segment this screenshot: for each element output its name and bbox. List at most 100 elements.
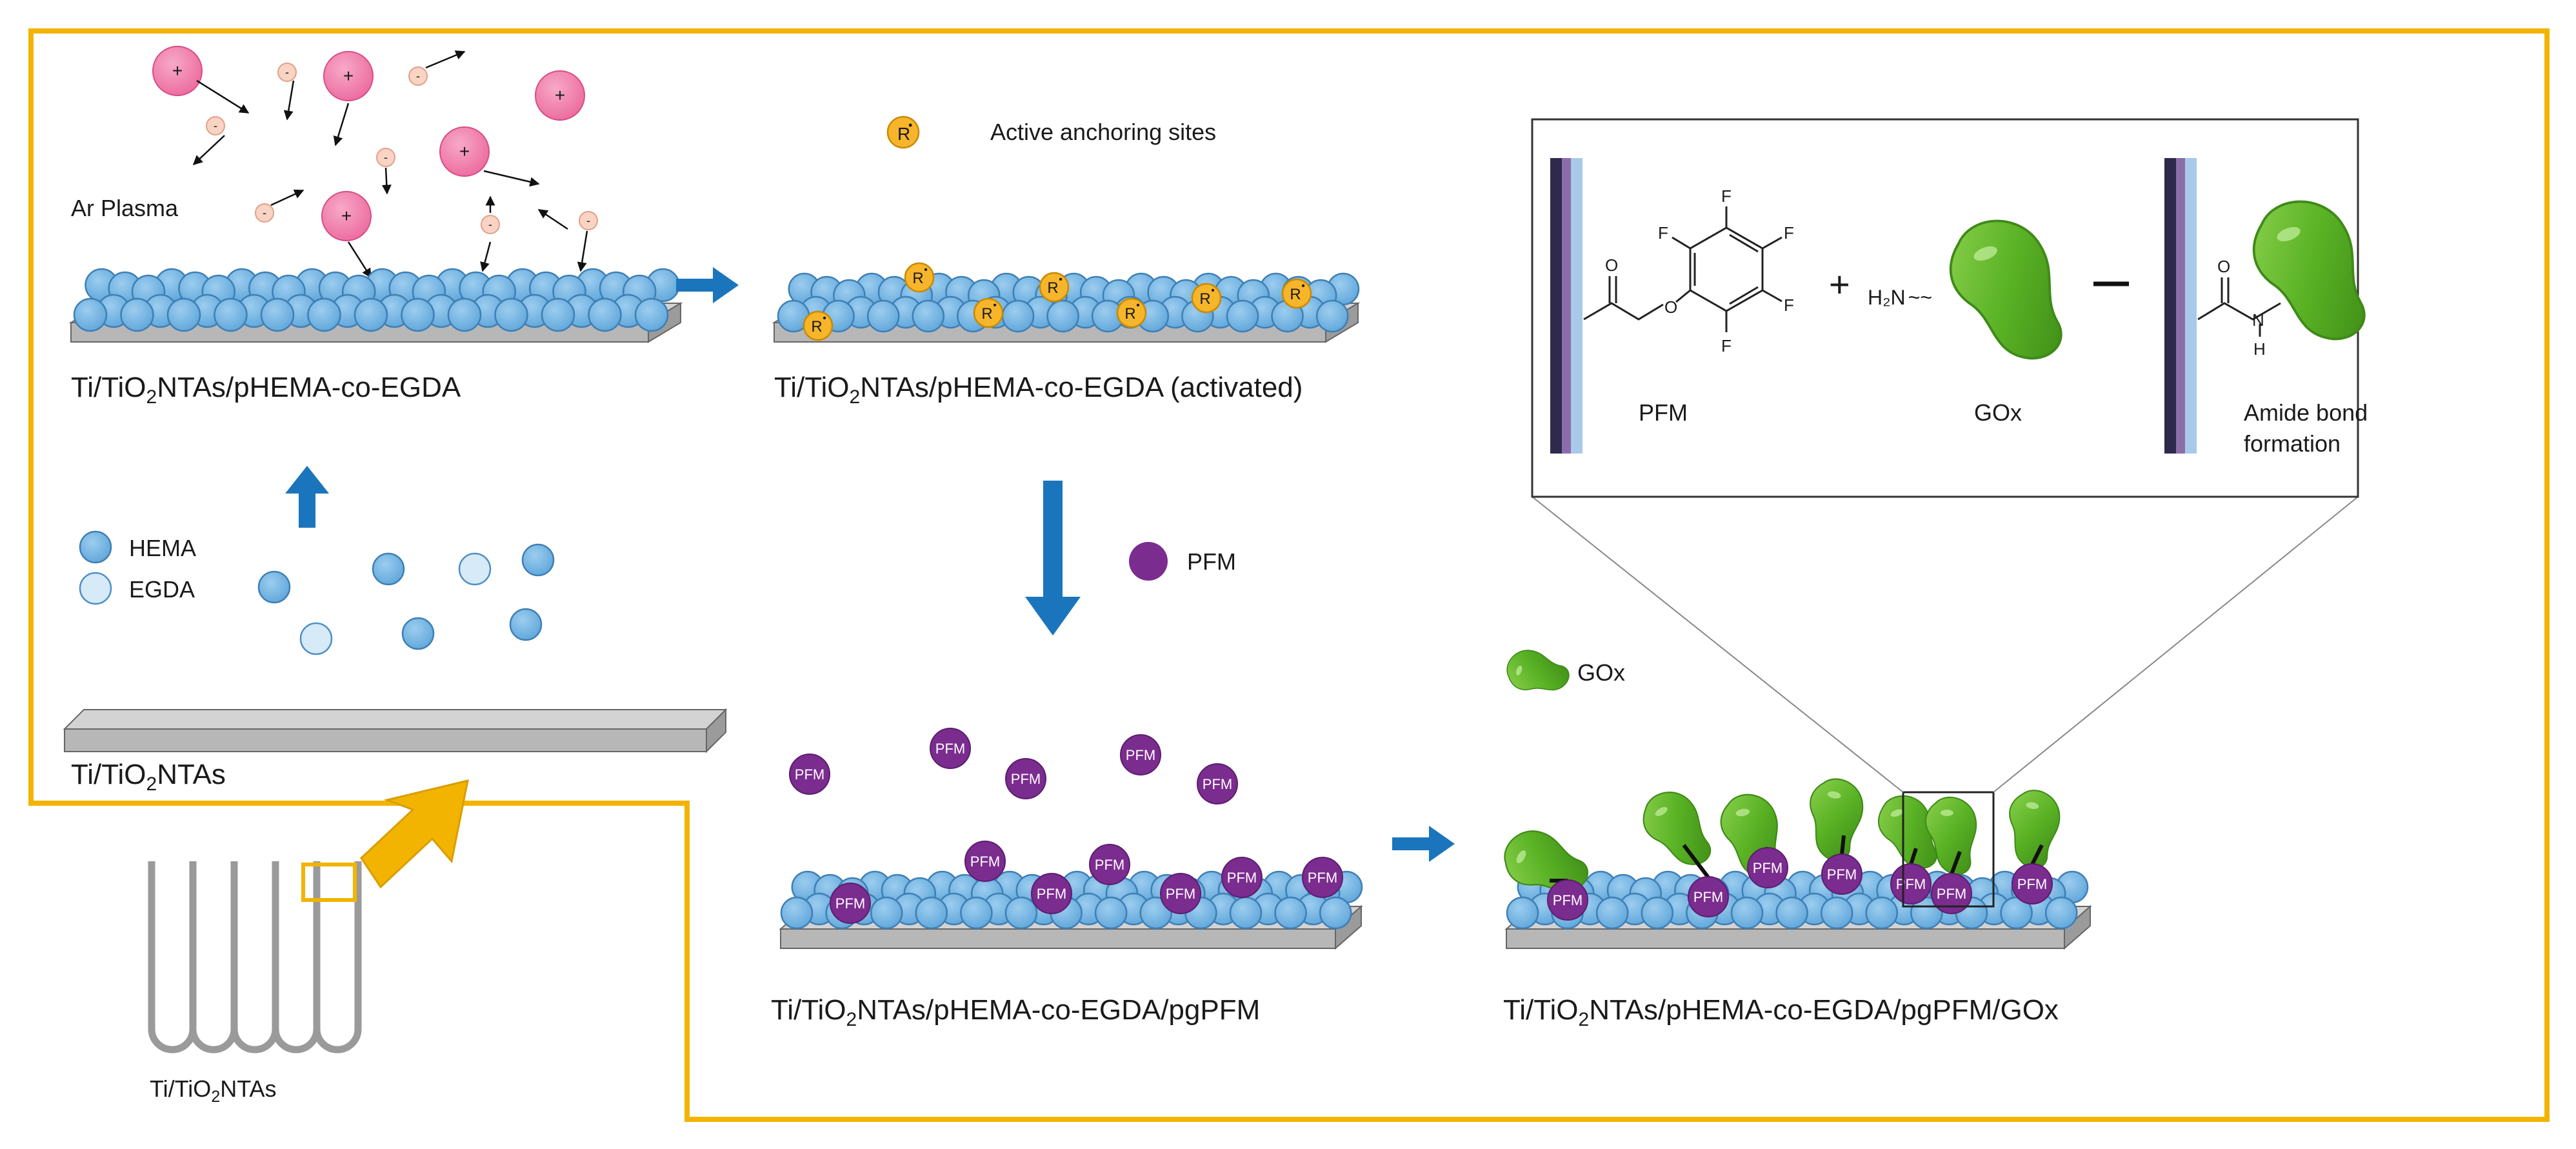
negative-ion [206, 116, 225, 135]
amide-linker [1682, 844, 1710, 879]
zoom-line-right [1993, 496, 2359, 793]
svg-text:PFM: PFM [1011, 771, 1041, 787]
negative-ion [277, 63, 297, 82]
hema-bead [1001, 299, 1035, 333]
pfm-structure [1583, 206, 1782, 332]
svg-text:R: R [1199, 290, 1210, 308]
pfm-bead [1747, 847, 1788, 888]
svg-text:PFM: PFM [1308, 870, 1337, 886]
amide-linker [2030, 844, 2044, 866]
hema-bead [634, 297, 669, 332]
positive-ion [439, 126, 490, 177]
anchor-site [1039, 272, 1070, 303]
hema-legend-label: HEMA [129, 535, 196, 561]
hema-bead [2000, 896, 2033, 930]
stage-2-label: Ti/TiO2NTAs/pHEMA-co-EGDA (activated) [774, 372, 1303, 408]
negative-ion [376, 148, 395, 167]
hema-bead [401, 297, 435, 332]
hema-layer-1 [73, 268, 680, 332]
gox-enzyme [1633, 781, 1721, 879]
svg-text:PFM: PFM [970, 854, 1000, 870]
svg-text:-: - [416, 70, 420, 83]
hema-bead [494, 297, 528, 332]
gox-legend-icon [1501, 643, 1574, 704]
svg-text:-: - [263, 206, 266, 219]
egda-legend-label: EGDA [129, 576, 195, 603]
hema-bead [1641, 896, 1674, 930]
svg-text:PFM: PFM [1753, 860, 1782, 876]
svg-text:+: + [343, 66, 354, 86]
ion-trajectory [347, 241, 372, 279]
svg-text:•: • [1059, 274, 1063, 285]
hema-layer-5 [1506, 870, 2089, 930]
hema-bead [1910, 896, 1943, 930]
hema-bead [1506, 896, 1539, 930]
arrow-right-2 [1392, 826, 1455, 862]
negative-ion [481, 215, 500, 234]
pfm-legend-label: PFM [1187, 548, 1236, 575]
pfm-bead [1160, 873, 1201, 914]
anchor-site [803, 310, 834, 341]
pfm-bead [1547, 879, 1588, 921]
pfm-bead [1089, 844, 1130, 885]
svg-text:H: H [2253, 339, 2266, 359]
svg-text:+: + [555, 85, 565, 105]
svg-text:R: R [1047, 279, 1058, 297]
svg-text:PFM: PFM [935, 741, 965, 757]
arrow-right-1 [676, 267, 739, 303]
positive-ion [323, 51, 374, 101]
ion-trajectory [480, 241, 492, 272]
ion-trajectory [270, 189, 305, 206]
svg-text:•: • [924, 265, 928, 275]
svg-text:N: N [2252, 310, 2264, 330]
pfm-bead [1031, 873, 1072, 914]
svg-text:-: - [488, 218, 492, 231]
hema-bead [866, 299, 900, 333]
svg-text:•: • [993, 300, 997, 311]
anchor-site [1116, 297, 1147, 328]
pfm-bead [964, 841, 1006, 882]
svg-text:PFM: PFM [1166, 886, 1195, 902]
svg-text:PFM: PFM [1693, 889, 1723, 905]
stage-4-label: Ti/TiO2NTAs/pHEMA-co-EGDA/pgPFM [771, 994, 1260, 1030]
nanotube-label: Ti/TiO2NTAs [150, 1075, 277, 1106]
nanotube-array [148, 861, 362, 1054]
anchoring-sites: R•R•R•R•R•R•R• [803, 262, 1312, 341]
hema-bead [1229, 896, 1263, 930]
h2n-label: H₂N~~ [1868, 286, 1932, 309]
svg-text:R: R [912, 270, 923, 287]
stage-1-label: Ti/TiO2NTAs/pHEMA-co-EGDA [71, 372, 461, 408]
amide-structure [2197, 277, 2281, 337]
svg-text:F: F [1721, 336, 1732, 355]
gox-enzyme [1800, 774, 1868, 864]
hema-bead [912, 299, 945, 333]
ion-trajectory [192, 135, 225, 166]
svg-text:F: F [1784, 223, 1794, 243]
svg-text:R: R [1124, 305, 1135, 323]
svg-text:PFM: PFM [835, 895, 865, 912]
pfm-bead [1120, 734, 1161, 775]
inset-gox-label: GOx [1974, 399, 2022, 426]
pfm-bead [1688, 876, 1729, 917]
active-sites-label: Active anchoring sites [990, 119, 1216, 145]
svg-text:•: • [1211, 285, 1215, 296]
svg-text:PFM: PFM [1203, 776, 1232, 792]
anchor-legend-icon [886, 115, 920, 149]
pfm-bead [1221, 857, 1263, 898]
hema-bead [960, 896, 993, 930]
arrow-down-1 [1025, 481, 1081, 635]
hema-bead [307, 297, 341, 332]
anchor-legend: R • Active anchoring sites [886, 115, 1216, 149]
ion-trajectory [483, 170, 540, 187]
free-monomers [257, 543, 555, 655]
pfm-bead [1005, 758, 1046, 799]
surface-2 [2164, 158, 2197, 454]
reaction-inset: O O F F F F F PFM + H₂N~~ GOx O N H Amid [1531, 118, 2382, 498]
nanotube-zoom-box [301, 863, 357, 902]
hema-bead [1226, 299, 1259, 333]
hema-bead [1775, 896, 1808, 930]
stage-3-label: Ti/TiO2NTAs [71, 759, 226, 795]
svg-text:O: O [2217, 257, 2230, 276]
substrate-slab-3 [63, 708, 728, 754]
svg-text:-: - [384, 151, 388, 164]
